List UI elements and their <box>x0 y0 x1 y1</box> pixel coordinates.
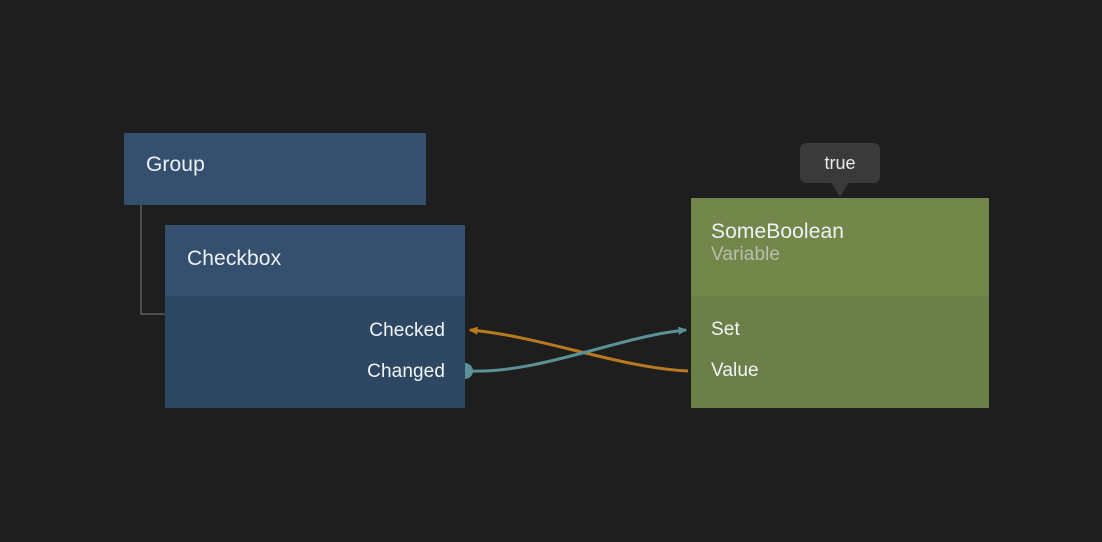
port-row-checked[interactable]: Checked <box>165 310 465 351</box>
port-label-set: Set <box>711 318 740 340</box>
node-variable-body: Set Value <box>691 296 989 391</box>
port-label-changed: Changed <box>367 360 445 382</box>
node-variable-title: SomeBoolean <box>711 220 845 243</box>
port-row-value[interactable]: Value <box>691 350 989 391</box>
value-tooltip: true <box>800 143 880 197</box>
node-checkbox-header: Checkbox <box>165 225 465 296</box>
port-label-checked: Checked <box>369 319 445 341</box>
port-row-set[interactable]: Set <box>691 309 989 350</box>
node-checkbox-title: Checkbox <box>187 247 282 270</box>
value-tooltip-text: true <box>824 152 856 173</box>
wire-value-to-checked <box>468 326 689 373</box>
node-checkbox-body: Checked Changed <box>165 296 465 392</box>
wire-changed-to-set <box>467 326 688 373</box>
node-checkbox[interactable]: Checkbox Checked Changed <box>165 225 465 408</box>
node-someboolean-variable[interactable]: SomeBoolean Variable Set Value <box>691 198 989 408</box>
group-child-bracket <box>140 205 166 315</box>
node-group[interactable]: Group <box>124 133 426 205</box>
node-variable-subtitle: Variable <box>711 243 781 265</box>
port-row-changed[interactable]: Changed <box>165 351 465 392</box>
tooltip-pointer-icon <box>831 182 849 197</box>
node-variable-header: SomeBoolean Variable <box>691 198 989 296</box>
node-group-header: Group <box>124 133 426 177</box>
node-group-title: Group <box>146 153 205 176</box>
port-label-value: Value <box>711 359 759 381</box>
